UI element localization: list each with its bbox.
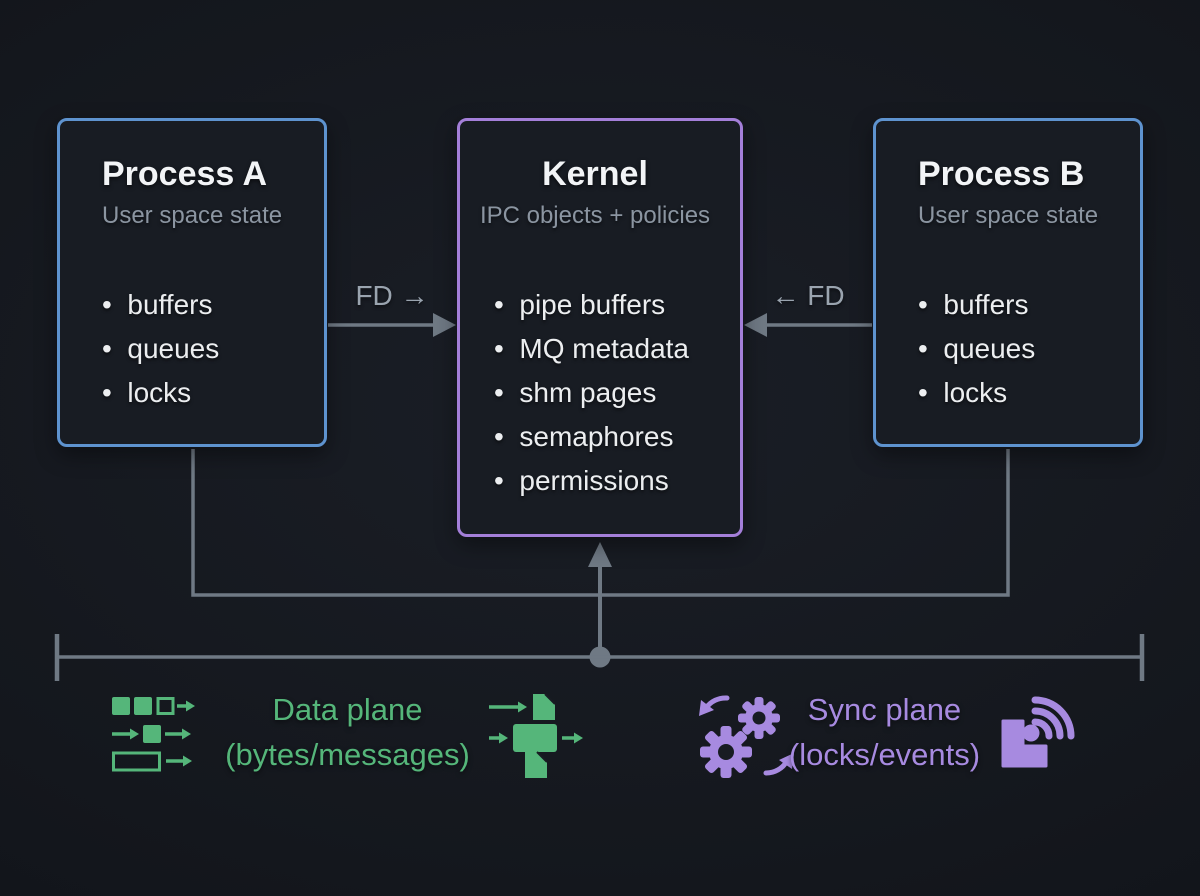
fd-arrow-left-head-icon <box>433 313 456 337</box>
small-gear <box>738 697 780 739</box>
list-item: locks <box>918 371 1120 415</box>
process-a-subtitle: User space state <box>102 202 283 229</box>
data-blocks-icon <box>112 697 195 772</box>
list-item: permissions <box>494 459 730 503</box>
fd-arrow-right-head-icon <box>744 313 767 337</box>
sync-plane-label: Sync plane (locks/events) <box>772 687 997 777</box>
list-item: queues <box>918 327 1120 371</box>
list-item: buffers <box>102 283 304 327</box>
kernel-subtitle: IPC objects + policies <box>479 202 711 229</box>
data-flow-icon <box>489 693 583 778</box>
sync-plane-line1: Sync plane <box>807 692 962 727</box>
data-plane-label: Data plane (bytes/messages) <box>225 687 470 777</box>
sync-plane-line2: (locks/events) <box>788 737 981 772</box>
list-item: shm pages <box>494 371 730 415</box>
kernel-up-arrow-head-icon <box>588 542 612 567</box>
process-b-subtitle: User space state <box>918 202 1099 229</box>
fd-right-label: ← FD <box>771 280 845 311</box>
fd-left-label: FD → <box>355 280 429 311</box>
list-item: semaphores <box>494 415 730 459</box>
process-b-title: Process B <box>918 155 1085 193</box>
process-a-items: buffers queues locks <box>102 283 304 415</box>
broadcast-icon <box>1001 696 1075 768</box>
process-a-box: Process A User space state buffers queue… <box>57 118 327 447</box>
data-plane-line2: (bytes/messages) <box>225 737 470 772</box>
process-a-title: Process A <box>102 155 268 193</box>
list-item: locks <box>102 371 304 415</box>
kernel-box: Kernel IPC objects + policies pipe buffe… <box>457 118 743 537</box>
list-item: queues <box>102 327 304 371</box>
process-b-items: buffers queues locks <box>918 283 1120 415</box>
list-item: MQ metadata <box>494 327 730 371</box>
data-plane-line1: Data plane <box>272 692 423 727</box>
list-item: buffers <box>918 283 1120 327</box>
kernel-items: pipe buffers MQ metadata shm pages semap… <box>494 283 730 503</box>
sync-gears-icon <box>699 695 794 778</box>
process-b-box: Process B User space state buffers queue… <box>873 118 1143 447</box>
list-item: pipe buffers <box>494 283 730 327</box>
large-gear <box>700 726 752 778</box>
kernel-title: Kernel <box>542 155 648 193</box>
